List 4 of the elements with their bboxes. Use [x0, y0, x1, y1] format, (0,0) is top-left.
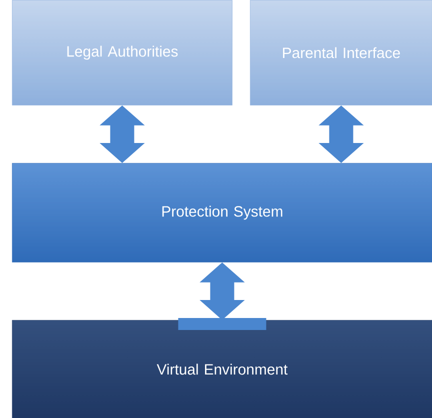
box: Virtual Environment — [12, 320, 432, 418]
box: Legal Authorities — [12, 0, 232, 106]
box: Parental Interface — [250, 0, 432, 106]
box: Protection System — [12, 163, 432, 262]
